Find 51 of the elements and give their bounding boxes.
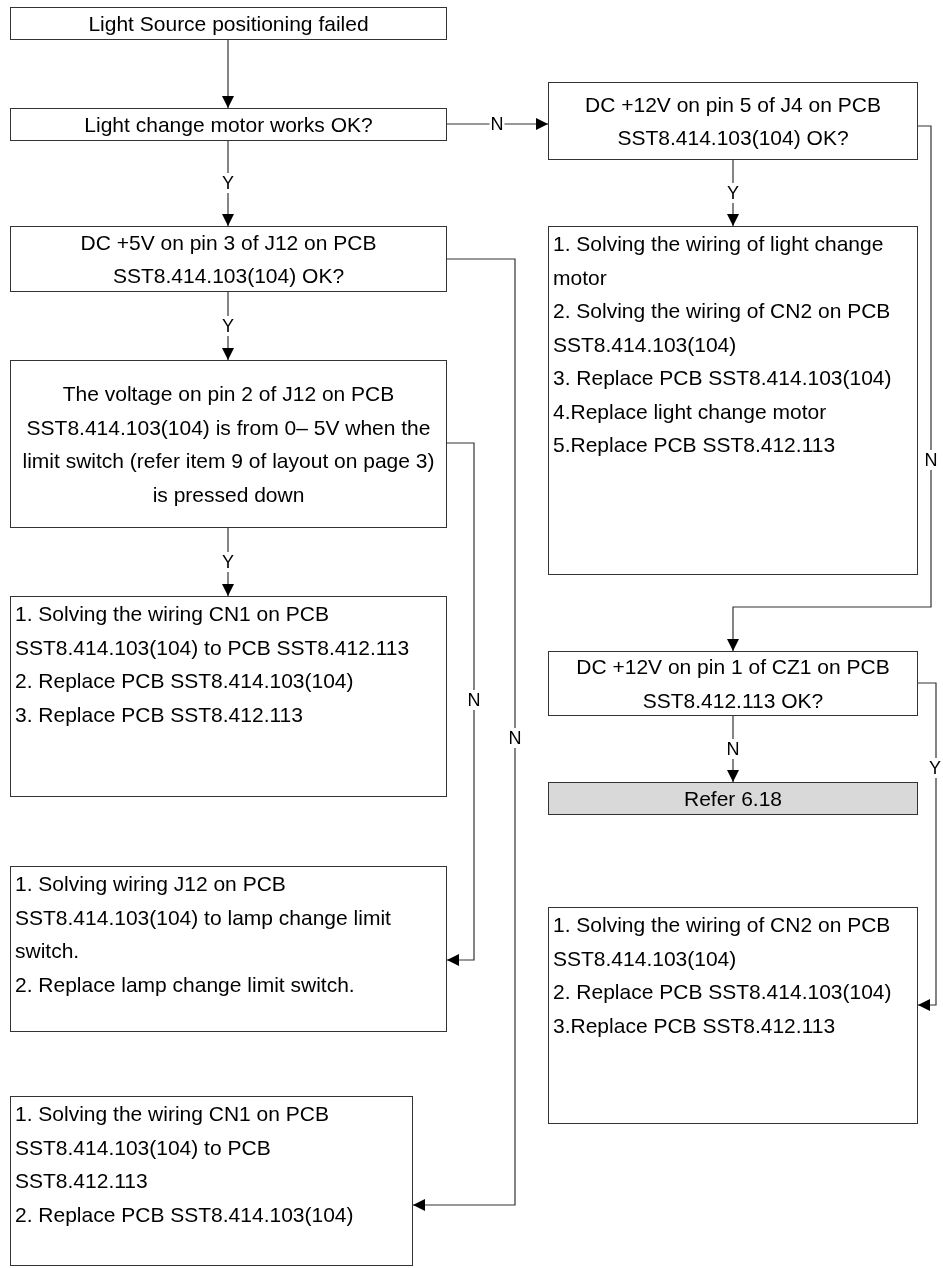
- node-text: Light change motor works OK?: [83, 111, 374, 138]
- edge-label: N: [466, 690, 482, 710]
- process-box: [548, 651, 918, 716]
- arrow: [412, 258, 516, 1211]
- node-text: DC +12V on pin 5 of J4 on PCB SST8.414.103(104) OK?: [584, 91, 882, 151]
- arrow: [222, 39, 234, 109]
- node-text: 3. Replace PCB SST8.414.103(104): [553, 365, 893, 391]
- action-box: [10, 1096, 413, 1266]
- node-text: 2. Replace PCB SST8.414.103(104): [15, 1201, 355, 1228]
- action-box: [10, 866, 447, 1032]
- process-box: [10, 226, 447, 292]
- edge-label: Y: [221, 173, 235, 193]
- arrow: [727, 715, 739, 783]
- node-text: DC +12V on pin 1 of CZ1 on PCB SST8.412.113 OK?: [575, 654, 891, 714]
- node-text: 1. Solving wiring J12 on PCB SST8.414.103(104) to lamp change limit switch.: [15, 871, 392, 964]
- edge-label: Y: [221, 552, 235, 572]
- process-box: [10, 108, 447, 141]
- action-box: [548, 907, 918, 1124]
- node-text: 3.Replace PCB SST8.412.113: [553, 1012, 837, 1039]
- process-box: [10, 360, 447, 528]
- edge-label: N: [507, 728, 523, 748]
- node-text: 1. Solving the wiring CN1 on PCB SST8.414.103(104) to PCB SST8.412.113: [15, 1101, 330, 1194]
- node-text: 2. Replace PCB SST8.414.103(104): [553, 979, 893, 1005]
- process-box: [10, 7, 447, 40]
- node-text: 1. Solving the wiring of CN2 on PCB SST8.414.103(104): [553, 912, 892, 972]
- action-box: [548, 226, 918, 575]
- node-text: 3. Replace PCB SST8.412.113: [15, 701, 304, 728]
- process-box: [548, 782, 918, 815]
- edge-label: N: [923, 450, 939, 470]
- node-text: 1. Solving the wiring CN1 on PCB SST8.414.103(104) to PCB SST8.412.113: [15, 601, 411, 661]
- node-text: 2. Solving the wiring of CN2 on PCB SST8.414.103(104): [553, 298, 892, 358]
- arrow: [222, 140, 234, 227]
- node-text: 2. Replace PCB SST8.414.103(104): [15, 668, 355, 694]
- edge-label: Y: [726, 183, 740, 203]
- arrow: [446, 442, 475, 966]
- node-text: 5.Replace PCB SST8.412.113: [553, 432, 837, 458]
- process-box: [548, 82, 918, 160]
- node-text: Light Source positioning failed: [87, 10, 370, 37]
- node-text: 1. Solving the wiring of light change motor: [553, 231, 885, 291]
- edge-label: Y: [221, 316, 235, 336]
- node-text: Refer 6.18: [682, 785, 784, 812]
- edge-label: Y: [928, 758, 942, 778]
- node-text: 4.Replace light change motor: [553, 398, 828, 425]
- arrow: [917, 682, 937, 1011]
- action-box: [10, 596, 447, 797]
- arrow: [727, 125, 932, 652]
- node-text: DC +5V on pin 3 of J12 on PCB SST8.414.103(104) OK?: [79, 229, 378, 289]
- arrow: [446, 118, 549, 130]
- node-text: The voltage on pin 2 of J12 on PCB SST8.414.103(104) is from 0– 5V when the limit switch (refer item 9 of layout on page 3) is pressed down: [21, 381, 436, 508]
- edge-label: N: [725, 739, 741, 759]
- node-text: 2. Replace lamp change limit switch.: [15, 971, 356, 998]
